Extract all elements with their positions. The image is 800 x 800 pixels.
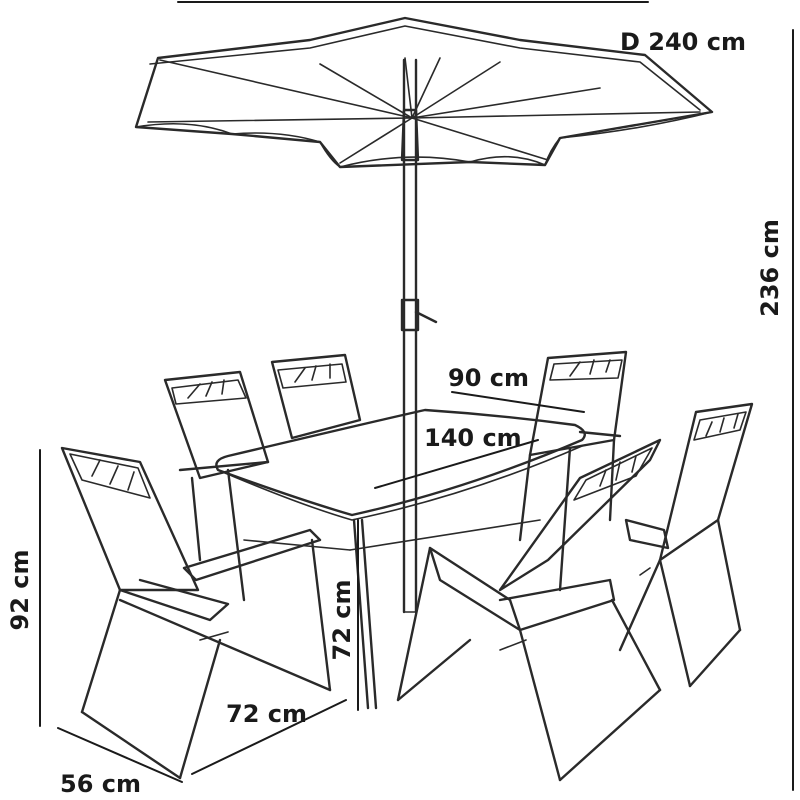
umbrella-diameter-label: D 240 cm (620, 28, 746, 56)
table-height-label: 72 cm (328, 580, 356, 661)
chair-width-label: 72 cm (226, 700, 307, 728)
umbrella-pole (400, 58, 438, 614)
table-leg-left (226, 468, 246, 602)
chair-back-center (270, 353, 362, 440)
table-length-dimension-line (374, 439, 539, 489)
chair-depth-label: 56 cm (60, 770, 141, 798)
chair-depth-dimension-line (57, 727, 183, 783)
table-top (215, 408, 586, 517)
chair-height-label: 92 cm (6, 550, 34, 631)
umbrella-ribs (147, 57, 701, 164)
umbrella (134, 16, 714, 614)
table-leg-front-left (352, 518, 370, 710)
chair-back-right (518, 350, 628, 542)
umbrella-height-label: 236 cm (756, 219, 784, 317)
chair-front-right (618, 402, 754, 688)
table (215, 408, 586, 710)
table-width-dimension-line (451, 391, 585, 413)
table-leg-right (558, 446, 572, 592)
chair-front-center (396, 438, 662, 782)
chair-back-left (163, 370, 270, 562)
chair-width-dimension-line (191, 699, 347, 775)
umbrella-crank-handle (414, 310, 438, 324)
chair-front-left (60, 446, 332, 780)
table-width-label: 90 cm (448, 364, 529, 392)
table-length-label: 140 cm (424, 424, 522, 452)
